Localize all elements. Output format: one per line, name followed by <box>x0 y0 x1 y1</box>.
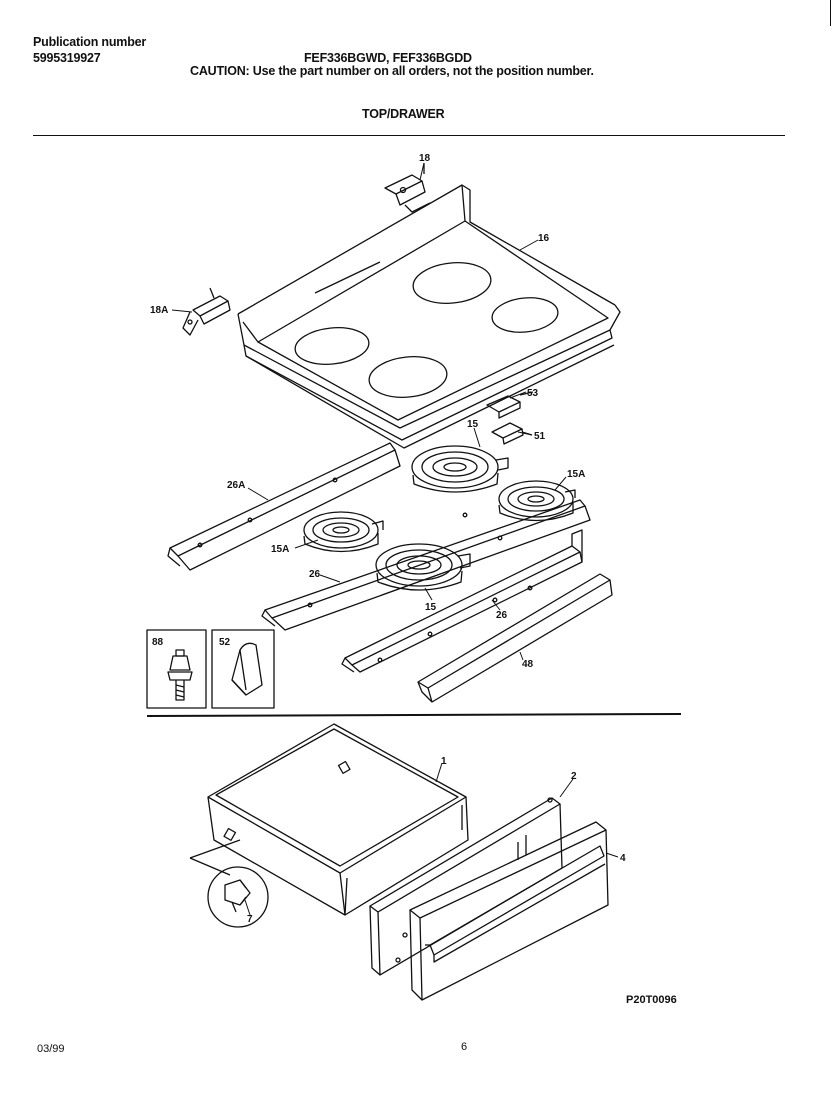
callout-53: 53 <box>527 388 539 399</box>
callout-15a-left: 15A <box>271 544 289 555</box>
support-rail-part-26-lower <box>341 529 583 673</box>
screw-part-88 <box>167 649 193 701</box>
inset-box-part-88 <box>146 629 207 709</box>
drawer-body-part-1 <box>207 723 469 916</box>
callout-4: 4 <box>620 853 626 864</box>
callout-15a-right: 15A <box>567 469 585 480</box>
surface-element-part-15a-right <box>498 480 576 522</box>
footer-date: 03/99 <box>37 1043 65 1055</box>
callout-18a: 18A <box>150 305 168 316</box>
bracket-part-18a <box>182 287 231 336</box>
callout-26-lower: 26 <box>496 610 508 621</box>
page-edge-mark <box>830 0 831 26</box>
section-title: TOP/DRAWER <box>362 107 445 121</box>
model-numbers: FEF336BGWD, FEF336BGDD <box>304 51 472 65</box>
callout-15-top: 15 <box>467 419 479 430</box>
callout-2: 2 <box>571 771 577 782</box>
surface-element-part-15a-left <box>303 511 384 553</box>
callout-7: 7 <box>247 914 253 925</box>
cooktop-part <box>237 184 621 449</box>
support-rail-part-26a <box>167 442 401 571</box>
terminal-block-part-53 <box>486 391 534 419</box>
leader-lines <box>171 162 619 916</box>
callout-26-middle: 26 <box>309 569 321 580</box>
page-number: 6 <box>461 1041 468 1053</box>
callout-51: 51 <box>534 431 546 442</box>
callout-48: 48 <box>522 659 534 670</box>
drawer-inner-panel-part-2 <box>369 797 563 976</box>
callout-1: 1 <box>441 756 447 767</box>
callout-88: 88 <box>152 637 164 648</box>
glide-detail-part-7 <box>189 839 269 928</box>
section-separator <box>146 713 682 717</box>
caution-note: CAUTION: Use the part number on all orde… <box>190 64 594 78</box>
publication-label: Publication number <box>33 35 147 49</box>
inset-box-part-52 <box>211 629 275 709</box>
support-rail-part-26-middle <box>261 499 591 631</box>
header-divider <box>33 135 785 136</box>
surface-element-part-15-top <box>411 445 509 493</box>
diagram-code: P20T0096 <box>626 994 677 1006</box>
drawer-front-part-4 <box>409 821 609 1001</box>
publication-number: 5995319927 <box>33 51 101 65</box>
callout-52: 52 <box>219 637 231 648</box>
callout-26a: 26A <box>227 480 245 491</box>
knob-part-52 <box>231 642 263 696</box>
callout-18: 18 <box>419 153 431 164</box>
trim-part-48 <box>417 573 613 703</box>
callout-16: 16 <box>538 233 550 244</box>
callout-15-bottom: 15 <box>425 602 437 613</box>
bracket-part-18 <box>384 163 431 213</box>
